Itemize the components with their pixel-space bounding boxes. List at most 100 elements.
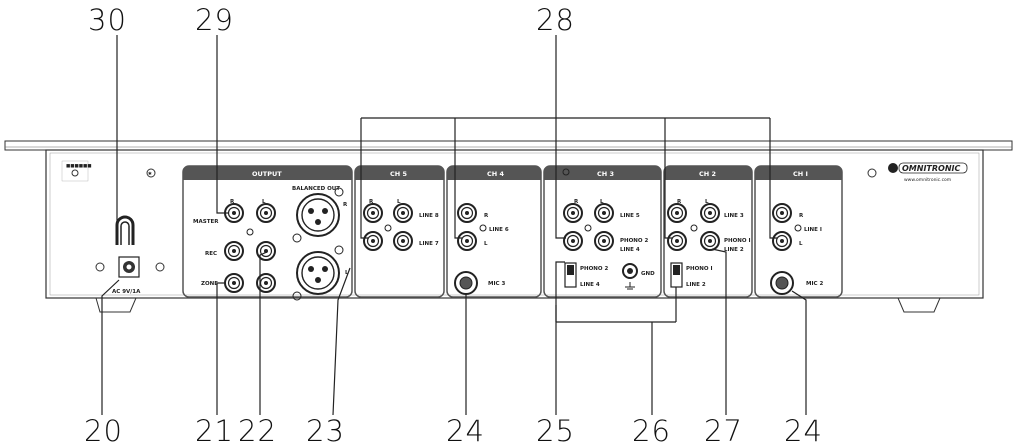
callout-26: 26 [632, 414, 671, 446]
phono1-label: PHONO I [724, 238, 751, 244]
ch5-l-label: L [397, 199, 401, 205]
ch3-l-label: L [600, 199, 604, 205]
leader-lines [101, 35, 807, 416]
ch4-l-label: L [484, 241, 488, 247]
xlr-out-r[interactable] [292, 187, 344, 243]
rca-jack[interactable] [594, 203, 614, 223]
switch-line2-label: LINE 2 [686, 282, 706, 288]
rca-jack[interactable] [256, 203, 276, 223]
ch3-section: CH 3 R L LINE 5 PHONO 2 LINE 4 PHONO 2 L… [543, 165, 662, 298]
screw-icon [384, 224, 392, 232]
callout-24a: 24 [446, 414, 485, 446]
xlr-out-l[interactable] [292, 245, 344, 301]
callout-22: 22 [238, 414, 277, 446]
ch2-l-label: L [705, 199, 709, 205]
spec-text: ■■■■■■ [66, 164, 92, 169]
balanced-out-label: BALANCED OUT [292, 186, 340, 192]
screw-icon [479, 224, 487, 232]
rca-jack[interactable] [457, 231, 477, 251]
ch4-r-label: R [484, 213, 489, 219]
callout-28: 28 [536, 3, 575, 37]
phono1-line2-switch[interactable] [670, 262, 683, 288]
line6-label: LINE 6 [489, 227, 509, 233]
rca-jack[interactable] [393, 231, 413, 251]
line7-label: LINE 7 [419, 241, 439, 247]
ch5-r-label: R [369, 199, 374, 205]
rca-jack[interactable] [700, 203, 720, 223]
output-section: OUTPUT BALANCED OUT R L MASTER REC ZONE … [182, 165, 353, 298]
callout-30: 30 [88, 3, 127, 37]
mic2-label: MIC 2 [806, 281, 823, 287]
line3-label: LINE 3 [724, 213, 744, 219]
callouts: 30 29 28 20 21 22 23 24 25 26 27 24 [84, 3, 823, 446]
zone-label: ZONE [201, 281, 218, 287]
ch1-header: CH I [793, 170, 808, 178]
rca-jack[interactable] [667, 203, 687, 223]
ch5-header: CH 5 [390, 170, 407, 178]
line8-label: LINE 8 [419, 213, 439, 219]
rca-jack[interactable] [457, 203, 477, 223]
ch4-header: CH 4 [487, 170, 504, 178]
power-jack[interactable] [118, 256, 140, 278]
rca-jack[interactable] [224, 241, 244, 261]
switch-phono1-label: PHONO I [686, 266, 713, 272]
phono2-line4-switch[interactable] [564, 262, 577, 288]
ch2-header: CH 2 [699, 170, 716, 178]
ch5-section: CH 5 R L LINE 8 LINE 7 [354, 165, 445, 298]
rca-jack[interactable] [772, 231, 792, 251]
ch1-l-label: L [799, 241, 803, 247]
ch2-r-label: R [677, 199, 682, 205]
brand-area: OMNITRONIC www.omnitronic.com [867, 162, 968, 183]
r-label: R [230, 199, 235, 205]
phono2-label: PHONO 2 [620, 238, 649, 244]
callout-20: 20 [84, 414, 123, 446]
ch2-section: CH 2 R L LINE 3 PHONO I LINE 2 PHONO I L… [663, 165, 753, 298]
rec-label: REC [205, 251, 217, 257]
rca-jack[interactable] [363, 203, 383, 223]
rca-jack[interactable] [594, 231, 614, 251]
screw-icon [690, 224, 698, 232]
output-header: OUTPUT [252, 170, 282, 178]
callout-29: 29 [195, 3, 234, 37]
rca-jack[interactable] [700, 231, 720, 251]
rca-jack[interactable] [563, 231, 583, 251]
callout-21: 21 [195, 414, 234, 446]
screw-icon [584, 224, 592, 232]
mic2-jack[interactable] [770, 271, 794, 295]
line1-label: LINE I [804, 227, 822, 233]
gnd-label: GND [641, 271, 655, 277]
power-label: AC 9V/1A [112, 289, 141, 295]
rca-jack[interactable] [224, 203, 244, 223]
rca-jack[interactable] [224, 273, 244, 293]
rack-flange [4, 140, 1013, 151]
line4-label: LINE 4 [620, 247, 640, 253]
switch-line4-label: LINE 4 [580, 282, 600, 288]
master-label: MASTER [193, 219, 219, 225]
rca-jack[interactable] [667, 231, 687, 251]
callout-25: 25 [536, 414, 575, 446]
screws [246, 168, 802, 236]
callout-24b: 24 [784, 414, 823, 446]
ch1-section: CH I R LINE I L MIC 2 [754, 165, 843, 298]
callout-23: 23 [306, 414, 345, 446]
rca-jack[interactable] [393, 203, 413, 223]
ch4-section: CH 4 R LINE 6 L MIC 3 [446, 165, 542, 298]
mic3-jack[interactable] [454, 271, 478, 295]
line5-label: LINE 5 [620, 213, 640, 219]
rca-jack[interactable] [363, 231, 383, 251]
rca-jacks [224, 203, 792, 293]
svg-text:✱: ✱ [148, 171, 152, 177]
ch1-r-label: R [799, 213, 804, 219]
gnd-terminal[interactable] [622, 263, 638, 290]
brand-name: OMNITRONIC [902, 164, 961, 173]
screw-icon [794, 224, 802, 232]
screw-icon [246, 228, 254, 236]
ch3-r-label: R [574, 199, 579, 205]
mic3-label: MIC 3 [488, 281, 505, 287]
xlr-l-label: L [345, 270, 349, 276]
line2-label: LINE 2 [724, 247, 744, 253]
rca-jack[interactable] [563, 203, 583, 223]
rca-jack[interactable] [772, 203, 792, 223]
callout-27: 27 [704, 414, 743, 446]
